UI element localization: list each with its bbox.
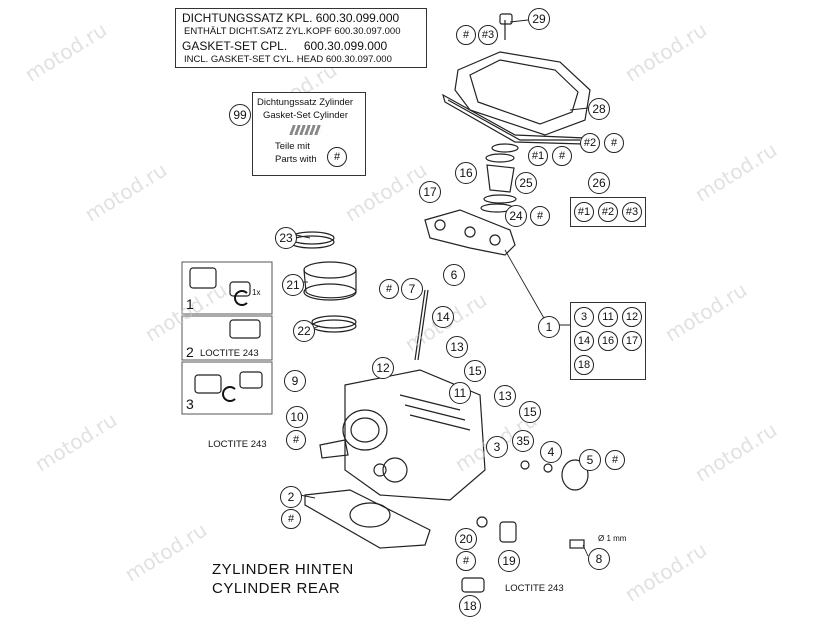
leader-lines bbox=[295, 19, 589, 557]
step-1-label: 1 bbox=[186, 296, 194, 312]
callout-15[interactable]: 15 bbox=[464, 360, 486, 382]
callout-18[interactable]: 18 bbox=[459, 595, 481, 617]
callout-20[interactable]: 20 bbox=[455, 528, 477, 550]
callout-23[interactable]: 23 bbox=[275, 227, 297, 249]
step-1x-label: 1x bbox=[252, 288, 261, 297]
head-gasket bbox=[304, 489, 431, 549]
cylinder-head bbox=[319, 289, 486, 501]
callout-6[interactable]: 6 bbox=[443, 264, 465, 286]
gasket-set-box: Dichtungssatz Zylinder Gasket-Set Cylind… bbox=[252, 92, 366, 176]
callout-hash-3[interactable]: #3 bbox=[478, 25, 498, 45]
callout-hash[interactable]: # bbox=[605, 450, 625, 470]
callout-13[interactable]: 13 bbox=[494, 385, 516, 407]
callout-hash[interactable]: # bbox=[281, 509, 301, 529]
inset-parts bbox=[189, 267, 263, 394]
header-line-3: GASKET-SET CPL. 600.30.099.000 bbox=[182, 39, 388, 53]
step-3-label: 3 bbox=[186, 396, 194, 412]
group-box-2: #1 #2 #3 bbox=[570, 197, 646, 227]
callout-17[interactable]: 17 bbox=[419, 181, 441, 203]
callout-1[interactable]: 1 bbox=[538, 316, 560, 338]
footer-title-de: ZYLINDER HINTEN bbox=[212, 561, 354, 578]
loctite-label-b: LOCTITE 243 bbox=[208, 439, 267, 450]
callout-17[interactable]: 17 bbox=[622, 331, 642, 351]
footer-title-en: CYLINDER REAR bbox=[212, 580, 341, 597]
header-box: DICHTUNGSSATZ KPL. 600.30.099.000 ENTHÄL… bbox=[175, 8, 427, 68]
callout-13[interactable]: 13 bbox=[446, 336, 468, 358]
callout-8[interactable]: 8 bbox=[588, 548, 610, 570]
small-parts bbox=[461, 459, 589, 593]
callout-hash-1[interactable]: #1 bbox=[528, 146, 548, 166]
callout-11[interactable]: 11 bbox=[449, 382, 471, 404]
callout-16[interactable]: 16 bbox=[455, 162, 477, 184]
callout-16[interactable]: 16 bbox=[598, 331, 618, 351]
callout-hash[interactable]: # bbox=[286, 430, 306, 450]
callout-11[interactable]: 11 bbox=[598, 307, 618, 327]
callout-28[interactable]: 28 bbox=[588, 98, 610, 120]
callout-4[interactable]: 4 bbox=[540, 441, 562, 463]
callout-hash[interactable]: # bbox=[456, 25, 476, 45]
callout-18[interactable]: 18 bbox=[574, 355, 594, 375]
group-box-1: 3 11 12 14 16 17 18 bbox=[570, 302, 646, 380]
callout-24[interactable]: 24 bbox=[505, 205, 527, 227]
callout-15[interactable]: 15 bbox=[519, 401, 541, 423]
callout-29[interactable]: 29 bbox=[528, 8, 550, 30]
callout-14[interactable]: 14 bbox=[574, 331, 594, 351]
callout-26[interactable]: 26 bbox=[588, 172, 610, 194]
gasket-line-1: Dichtungssatz Zylinder bbox=[257, 97, 354, 108]
header-line-1: DICHTUNGSSATZ KPL. 600.30.099.000 bbox=[182, 11, 400, 25]
header-line-2: ENTHÄLT DICHT.SATZ ZYL.KOPF 600.30.097.0… bbox=[184, 26, 401, 37]
callout-hash-2[interactable]: #2 bbox=[598, 202, 618, 222]
gasket-line-4: Parts with bbox=[275, 154, 317, 165]
callout-hash[interactable]: # bbox=[327, 147, 347, 167]
loctite-label-c: LOCTITE 243 bbox=[505, 583, 564, 594]
loctite-label-a: LOCTITE 243 bbox=[200, 348, 259, 359]
callout-10[interactable]: 10 bbox=[286, 406, 308, 428]
camshaft-carrier bbox=[424, 209, 516, 256]
callout-hash[interactable]: # bbox=[552, 146, 572, 166]
rotate-arrow-icon bbox=[222, 386, 238, 402]
callout-hash[interactable]: # bbox=[604, 133, 624, 153]
callout-19[interactable]: 19 bbox=[498, 550, 520, 572]
callout-12[interactable]: 12 bbox=[622, 307, 642, 327]
ktm-logo-icon bbox=[289, 125, 323, 135]
callout-3[interactable]: 3 bbox=[486, 436, 508, 458]
step-2-label: 2 bbox=[186, 344, 194, 360]
valve-cover bbox=[442, 13, 591, 145]
callout-2[interactable]: 2 bbox=[280, 486, 302, 508]
callout-3[interactable]: 3 bbox=[574, 307, 594, 327]
spark-plug-tube bbox=[480, 143, 519, 213]
inset-boxes bbox=[181, 261, 273, 415]
piston-rings bbox=[289, 231, 357, 333]
callout-hash[interactable]: # bbox=[530, 206, 550, 226]
callout-hash[interactable]: # bbox=[379, 279, 399, 299]
gasket-line-2: Gasket-Set Cylinder bbox=[263, 110, 349, 121]
callout-hash-3[interactable]: #3 bbox=[622, 202, 642, 222]
callout-22[interactable]: 22 bbox=[293, 320, 315, 342]
rotate-arrow-icon bbox=[234, 290, 250, 306]
callout-9[interactable]: 9 bbox=[284, 370, 306, 392]
header-line-4: INCL. GASKET-SET CYL. HEAD 600.30.097.00… bbox=[184, 54, 392, 65]
callout-hash-1[interactable]: #1 bbox=[574, 202, 594, 222]
gasket-line-3: Teile mit bbox=[275, 141, 310, 152]
callout-21[interactable]: 21 bbox=[282, 274, 304, 296]
callout-12[interactable]: 12 bbox=[372, 357, 394, 379]
diameter-note: Ø 1 mm bbox=[598, 534, 627, 543]
callout-5[interactable]: 5 bbox=[579, 449, 601, 471]
callout-hash-2[interactable]: #2 bbox=[580, 133, 600, 153]
callout-7[interactable]: 7 bbox=[401, 278, 423, 300]
callout-25[interactable]: 25 bbox=[515, 172, 537, 194]
callout-99[interactable]: 99 bbox=[229, 104, 251, 126]
callout-14[interactable]: 14 bbox=[432, 306, 454, 328]
callout-hash[interactable]: # bbox=[456, 551, 476, 571]
callout-35[interactable]: 35 bbox=[512, 430, 534, 452]
